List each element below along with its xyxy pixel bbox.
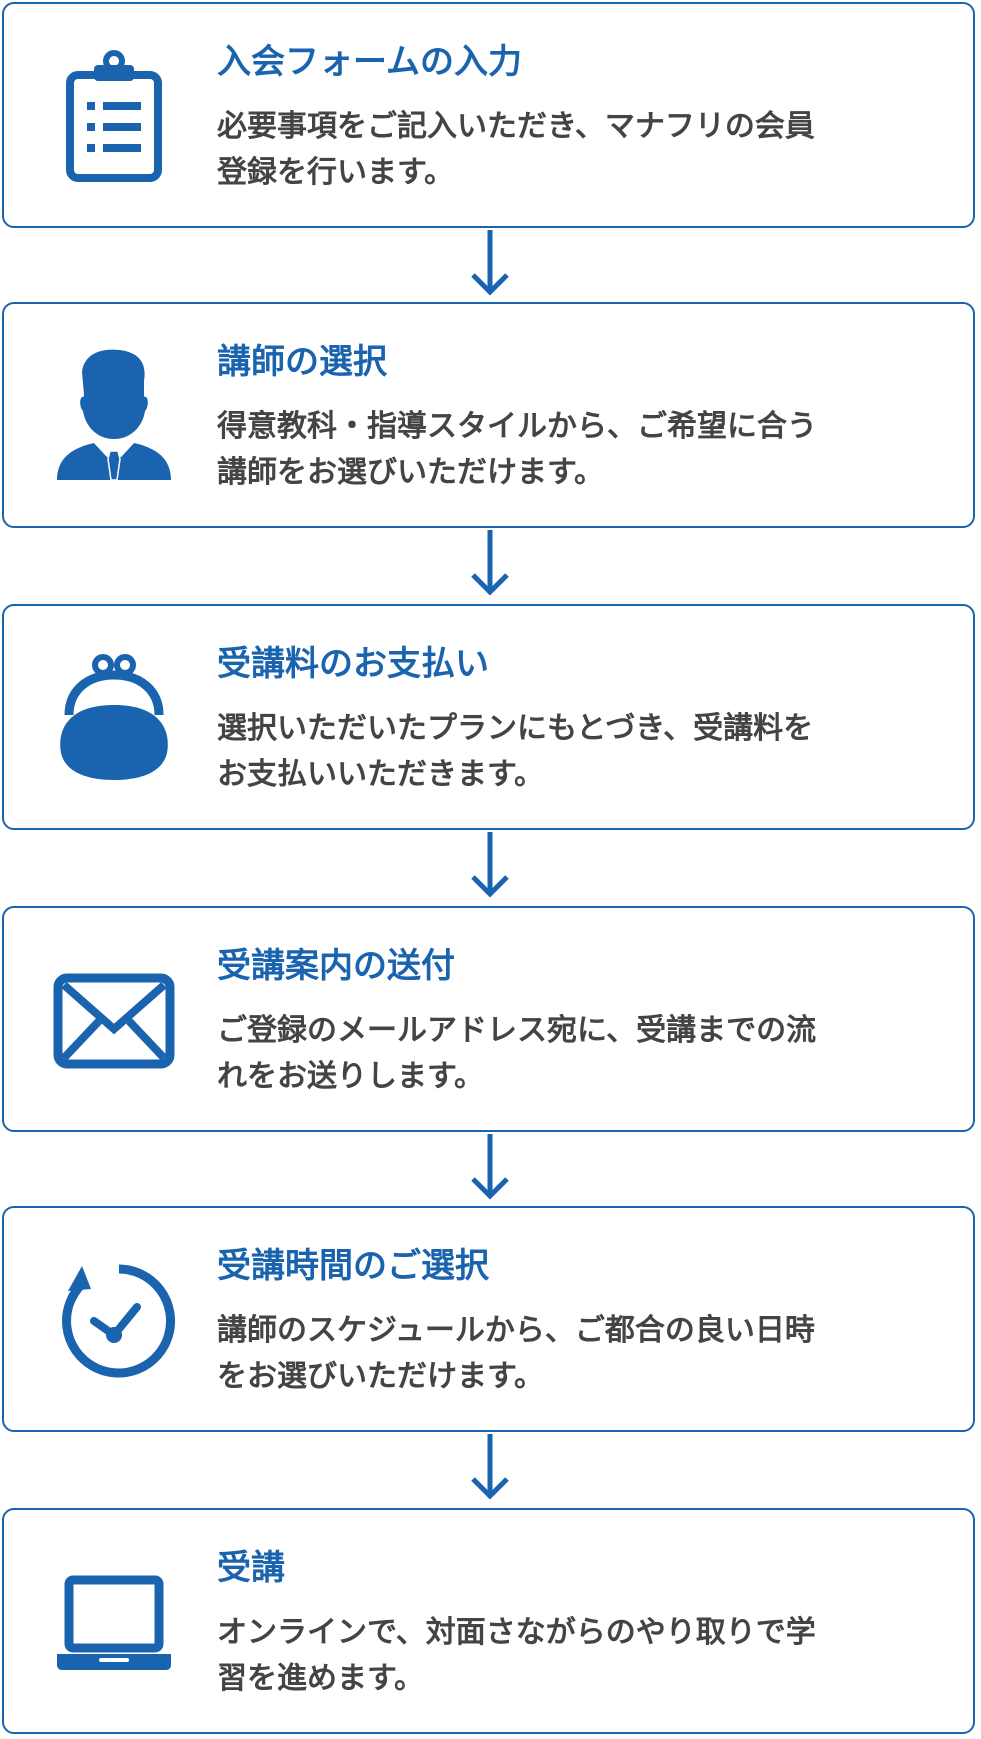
step-teacher-selection: 講師の選択 得意教科・指導スタイルから、ご希望に合う講師をお選びいただけます。 <box>2 302 975 528</box>
down-arrow-icon <box>462 1434 518 1502</box>
step-guide-delivery: 受講案内の送付 ご登録のメールアドレス宛に、受講までの流れをお送りします。 <box>2 906 975 1132</box>
clipboard-icon <box>49 47 179 187</box>
step-title: 受講料のお支払い <box>217 644 489 684</box>
down-arrow-icon <box>462 530 518 598</box>
down-arrow-icon <box>462 230 518 298</box>
step-title: 入会フォームの入力 <box>217 42 522 82</box>
clock-icon <box>49 1251 179 1391</box>
coin-purse-icon <box>49 649 179 789</box>
step-title: 受講 <box>217 1548 285 1588</box>
step-form-entry: 入会フォームの入力 必要事項をご記入いただき、マナフリの会員登録を行います。 <box>2 2 975 228</box>
down-arrow-icon <box>462 832 518 900</box>
step-payment: 受講料のお支払い 選択いただいたプランにもとづき、受講料をお支払いいただきます。 <box>2 604 975 830</box>
step-description: 選択いただいたプランにもとづき、受講料をお支払いいただきます。 <box>217 711 814 792</box>
step-description: ご登録のメールアドレス宛に、受講までの流れをお送りします。 <box>217 1013 817 1094</box>
step-description: 得意教科・指導スタイルから、ご希望に合う講師をお選びいただけます。 <box>217 409 817 490</box>
laptop-icon <box>49 1553 179 1693</box>
step-description: オンラインで、対面さながらのやり取りで学習を進めます。 <box>217 1615 816 1696</box>
step-description: 講師のスケジュールから、ご都合の良い日時をお選びいただけます。 <box>217 1313 815 1394</box>
step-description: 必要事項をご記入いただき、マナフリの会員登録を行います。 <box>217 109 815 190</box>
step-title: 受講案内の送付 <box>217 946 455 986</box>
step-title: 講師の選択 <box>217 342 387 382</box>
step-title: 受講時間のご選択 <box>217 1246 489 1286</box>
down-arrow-icon <box>462 1134 518 1202</box>
step-schedule-selection: 受講時間のご選択 講師のスケジュールから、ご都合の良い日時をお選びいただけます。 <box>2 1206 975 1432</box>
envelope-icon <box>49 951 179 1091</box>
person-icon <box>49 347 179 487</box>
step-lesson: 受講 オンラインで、対面さながらのやり取りで学習を進めます。 <box>2 1508 975 1734</box>
